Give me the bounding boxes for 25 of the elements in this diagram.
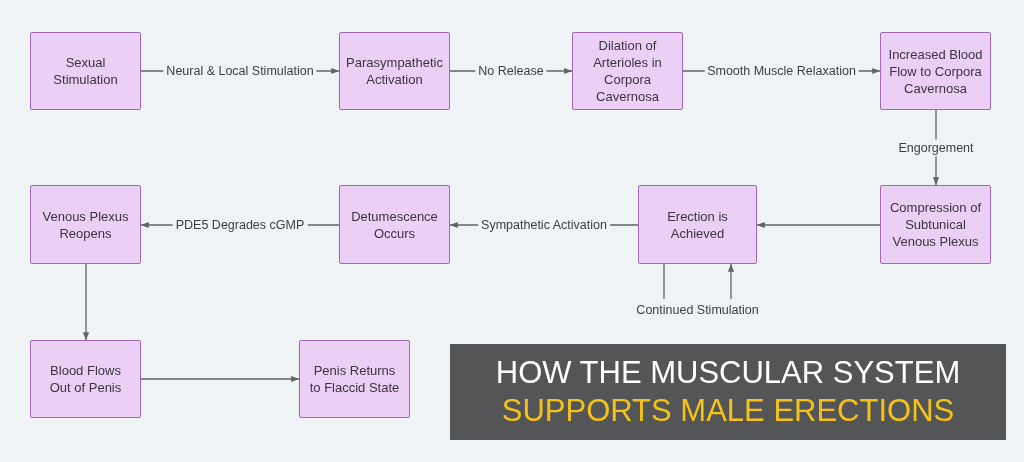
step-text: Penis Returns to Flaccid State [308, 362, 401, 396]
step-text: Compression of Subtunical Venous Plexus [888, 199, 982, 250]
step-text: Detumescence Occurs [350, 207, 439, 242]
step-text: Erection is Achieved [666, 207, 729, 242]
process-box [880, 185, 991, 264]
process-box [880, 32, 991, 110]
step-text: Increased Blood Flow to Corpora Cavernosa [888, 45, 983, 97]
title: HOW THE MUSCULAR SYSTEM SUPPORTS MALE ERECTIONS [494, 354, 962, 430]
process-box [339, 185, 450, 264]
arrow [140, 375, 300, 383]
step-text: Parasympathetic Activation [346, 54, 443, 88]
step-text: Sexual Stimulation [52, 54, 119, 88]
step-text: Dilation of Arterioles in Corpora Cavernosa [592, 37, 663, 105]
step-text: Blood Flows Out of Penis [48, 362, 123, 396]
process-box [572, 32, 683, 110]
process-box [638, 185, 757, 264]
arrow [663, 263, 735, 300]
process-box [339, 32, 450, 110]
arrow [756, 221, 881, 229]
process-box [299, 340, 410, 418]
process-box [30, 32, 141, 110]
step-text: Venous Plexus Reopens [41, 207, 130, 242]
process-box [30, 340, 141, 418]
process-box [30, 185, 141, 264]
arrow [82, 263, 90, 341]
